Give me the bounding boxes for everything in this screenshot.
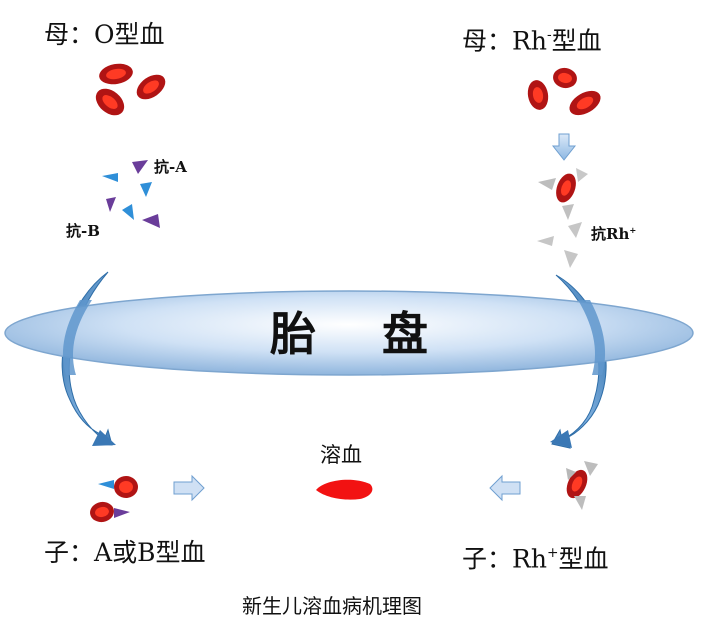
child-left-prefix: 子： xyxy=(44,538,95,567)
child-right-label: 子：Rh+型血 xyxy=(462,538,609,574)
mother-right-rh: Rh xyxy=(512,26,547,56)
child-right-rh: Rh xyxy=(512,544,547,574)
anti-rh-text: 抗Rh xyxy=(591,225,630,244)
placenta-ellipse xyxy=(4,290,694,376)
anti-rh-label: 抗Rh+ xyxy=(591,221,636,243)
coated-rbc-mother xyxy=(538,168,588,220)
mother-left-blood-type: O型血 xyxy=(94,20,165,49)
mother-left-label: 母：O型血 xyxy=(44,20,165,50)
mother-right-prefix: 母： xyxy=(462,26,513,56)
child-right-rh-sign: + xyxy=(546,545,559,561)
diagram-caption: 新生儿溶血病机理图 xyxy=(242,594,422,618)
mother-right-suffix: 型血 xyxy=(551,26,602,56)
hemolysis-label: 溶血 xyxy=(320,443,362,467)
child-left-label: 子：A或B型血 xyxy=(44,538,205,568)
arrow-right-icon xyxy=(173,474,205,502)
mother-right-rh-sign: - xyxy=(546,27,552,43)
placenta-label-right: 盘 xyxy=(382,307,428,361)
anti-ab-antibodies xyxy=(102,160,160,228)
arrow-left-icon xyxy=(489,474,521,502)
hemolysis-blob xyxy=(316,479,373,500)
down-arrow-icon xyxy=(551,133,577,161)
child-right-rbc xyxy=(566,461,598,510)
placenta-label-left: 胎 xyxy=(270,307,316,361)
anti-a-label: 抗-A xyxy=(154,158,187,176)
anti-b-label: 抗-B xyxy=(66,222,100,240)
anti-rh-antibodies xyxy=(537,222,582,268)
child-right-suffix: 型血 xyxy=(558,544,609,574)
anti-rh-sign: + xyxy=(629,225,637,235)
child-left-rbcs xyxy=(90,476,138,523)
right-arrow-overlay xyxy=(550,300,606,448)
child-left-blood-type: A或B型血 xyxy=(94,538,206,567)
mother-right-rbcs xyxy=(527,67,601,116)
child-right-prefix: 子： xyxy=(462,544,513,574)
mother-left-prefix: 母： xyxy=(44,20,95,49)
mother-left-rbcs xyxy=(95,63,166,116)
left-arrow-overlay xyxy=(62,300,116,446)
mother-right-label: 母：Rh-型血 xyxy=(462,20,602,56)
